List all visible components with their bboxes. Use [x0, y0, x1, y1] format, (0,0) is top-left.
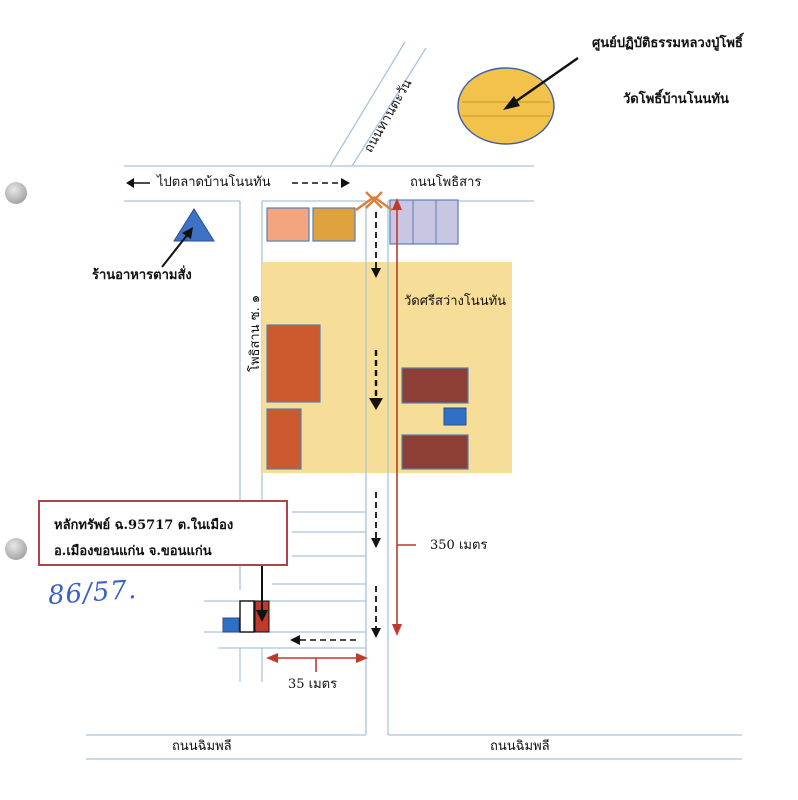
route-arrow-down-1	[371, 212, 381, 278]
distance-350-line	[392, 198, 416, 636]
callout-line-1: หลักทรัพย์ ฉ.95717 ต.ในเมือง	[54, 518, 234, 533]
building-lavender	[389, 199, 459, 245]
to-market-arrow	[126, 178, 150, 188]
building-peach	[266, 207, 310, 242]
road-phosisan-label: ถนนโพธิสาร	[410, 175, 482, 190]
distance-350-label: 350 เมตร	[430, 538, 488, 553]
punch-hole-top	[5, 182, 27, 204]
route-arrow-left	[290, 635, 356, 645]
center-circle-marker	[457, 67, 555, 145]
temple-sisawang-label: วัดศรีสว่างโนนทัน	[404, 294, 507, 309]
center-name-label: ศูนย์ปฏิบัติธรรมหลวงปู่โพธิ์	[592, 36, 743, 51]
restaurant-triangle-icon	[173, 208, 215, 242]
handwritten-number: 86/57.	[47, 574, 139, 612]
building-gold	[312, 207, 356, 242]
temple-pho-label: วัดโพธิ์บ้านโนนทัน	[623, 92, 729, 107]
circle-pointer-arrow	[503, 57, 579, 110]
distance-35-line	[266, 653, 368, 672]
restaurant-label: ร้านอาหารตามสั่ง	[92, 268, 192, 283]
temple-building-dark-2	[401, 434, 469, 470]
callout-line-2: อ.เมืองขอนแก่น จ.ขอนแก่น	[54, 544, 212, 559]
temple-building-dark-1	[401, 367, 469, 404]
property-pointer-arrow	[256, 566, 268, 622]
route-arrow-down-3	[371, 492, 381, 548]
temple-building-blue	[443, 407, 467, 426]
temple-building-large	[266, 324, 321, 403]
temple-building-small	[266, 408, 302, 470]
route-arrow-down-2	[369, 350, 383, 410]
property-callout-box: หลักทรัพย์ ฉ.95717 ต.ในเมือง อ.เมืองขอนแ…	[38, 500, 288, 566]
restaurant-pointer-arrow	[161, 227, 193, 268]
road-chimphli-left-label: ถนนฉิมพลี	[172, 739, 232, 754]
property-plot	[222, 600, 270, 633]
road-thanthawan	[329, 41, 427, 167]
soi-phosisan-label: โพธิสาน ซ. ๑	[248, 294, 263, 372]
road-alleys	[204, 511, 366, 682]
punch-hole-bottom	[5, 538, 27, 560]
route-arrow-down-4	[371, 586, 381, 638]
to-market-label: ไปตลาดบ้านโนนทัน	[157, 175, 271, 190]
road-chimphli-right-label: ถนนฉิมพลี	[490, 739, 550, 754]
junction-mark	[355, 191, 393, 211]
distance-35-label: 35 เมตร	[288, 677, 338, 692]
road-chimphli	[86, 734, 742, 760]
route-arrow-main-road	[292, 178, 350, 188]
